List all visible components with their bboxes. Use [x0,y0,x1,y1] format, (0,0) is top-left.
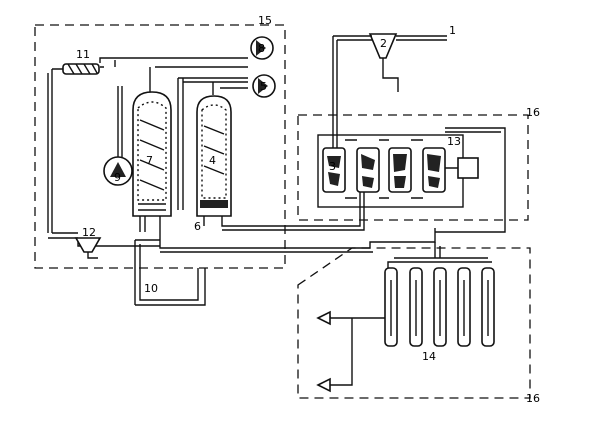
label-5: 5 [260,80,267,93]
label-16-upper: 16 [526,106,540,119]
label-4: 4 [209,154,216,167]
column-4 [196,95,365,231]
enclosure-16-upper [297,114,529,221]
pump-9 [103,86,133,186]
cell-row-3 [317,127,506,233]
label-14: 14 [422,350,436,363]
label-10: 10 [144,282,158,295]
feed-hopper-2 [332,33,447,148]
label-11: 11 [76,48,90,61]
enclosure-15 [34,24,286,269]
pump-8 [250,36,274,60]
label-6: 6 [194,220,201,233]
label-15: 15 [258,14,272,27]
label-3: 3 [329,160,336,173]
label-7: 7 [146,154,153,167]
label-9: 9 [114,171,121,184]
label-16-lower: 16 [526,392,540,405]
bottom-streams [77,228,436,306]
enclosure-16-lower [297,247,531,399]
pump-5 [252,74,276,98]
label-1: 1 [449,24,456,37]
column-7 [132,91,172,232]
label-13: 13 [447,135,461,148]
top-manifold [99,57,248,210]
label-8: 8 [258,42,265,55]
tube-bank-14 [316,242,495,393]
label-12: 12 [82,226,96,239]
heat-exchanger-11 [47,63,100,239]
label-2: 2 [380,37,387,50]
separator-12 [74,237,102,259]
